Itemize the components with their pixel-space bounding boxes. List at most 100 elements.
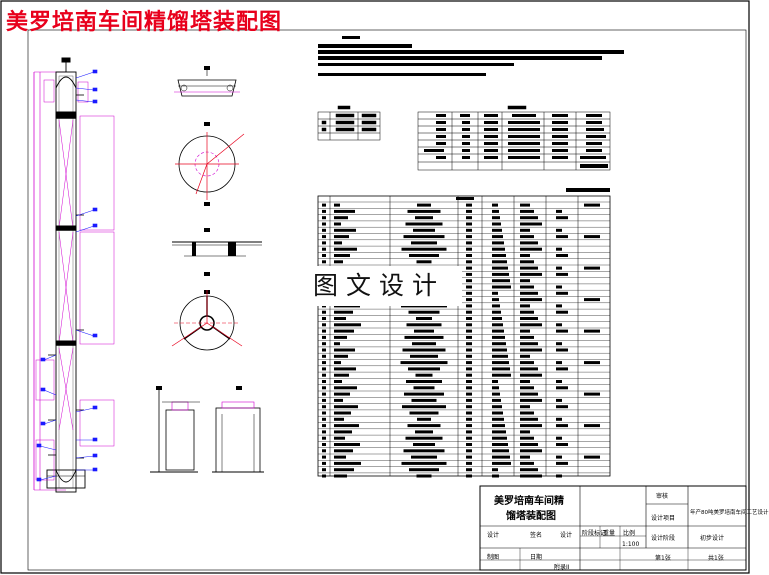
parts-list-cell (334, 254, 350, 257)
technical-requirements (318, 36, 624, 76)
parts-list-cell (322, 424, 326, 428)
parts-list-cell (322, 443, 326, 446)
parts-list-cell (334, 398, 343, 402)
parts-list-cell (556, 361, 562, 365)
leader-lines (36, 69, 98, 482)
parts-list-cell (520, 209, 534, 213)
parts-list-cell (492, 329, 504, 333)
tower-elevation (33, 57, 115, 493)
parts-list-cell (584, 298, 600, 302)
parts-list-cell (492, 254, 506, 257)
parts-list-cell (492, 474, 499, 478)
parts-list-cell (322, 354, 326, 358)
parts-list-cell (492, 436, 507, 440)
parts-list-cell (334, 405, 358, 409)
nozzle-table (317, 105, 381, 141)
parts-list-cell (414, 329, 434, 333)
parts-list-cell (334, 386, 357, 390)
parts-list-cell (410, 354, 438, 358)
parts-list-cell (334, 235, 349, 239)
parts-list-cell (322, 380, 326, 383)
parts-list-cell (334, 203, 340, 207)
parts-list-cell (556, 474, 562, 478)
parts-list-cell (556, 272, 568, 276)
parts-list-cell (466, 291, 472, 295)
parts-list-cell (492, 367, 510, 371)
title-block-date-label: 日期 (530, 554, 543, 561)
parts-list-cell (556, 367, 568, 371)
title-block-name-line1: 美罗培南车间精 (494, 496, 564, 507)
parts-list-cell (492, 392, 500, 396)
title-block-inst-label: 设计 (560, 532, 573, 539)
parts-list-cell (520, 291, 538, 295)
parts-list-cell (520, 392, 538, 396)
parts-list-cell (520, 386, 534, 390)
parts-list-cell (334, 361, 341, 365)
parts-list-cell (520, 228, 530, 232)
parts-list-cell (492, 216, 500, 220)
parts-list-cell (466, 310, 472, 314)
parts-list-cell (466, 241, 472, 245)
parts-list-cell (322, 411, 326, 415)
title-block-stage-label: 阶段标记 (582, 530, 607, 537)
parts-list-cell (466, 424, 472, 428)
title-block-ratio-label: 比例 (623, 530, 636, 537)
parts-list-cell (413, 228, 435, 232)
parts-list-cell (411, 455, 437, 459)
parts-list-cell (334, 222, 341, 226)
parts-list-cell (492, 260, 507, 264)
parts-list-cell (556, 247, 562, 251)
parts-list-cell (334, 241, 342, 245)
parts-list-cell (466, 430, 472, 434)
parts-list-cell (405, 436, 443, 440)
parts-list-cell (492, 348, 507, 352)
title-block-scale-value: 1:100 (622, 541, 640, 548)
parts-list-cell (556, 348, 568, 352)
parts-list-cell (322, 323, 326, 327)
parts-list-cell (322, 241, 326, 245)
parts-list-cell (334, 436, 345, 440)
parts-list-cell (466, 405, 472, 409)
parts-list-cell (466, 474, 472, 478)
parts-list-cell (322, 317, 326, 320)
parts-list-cell (322, 474, 326, 478)
title-block-design-project-value: 年产80吨美罗培南车间工艺设计 (690, 510, 769, 516)
parts-list-cell (466, 335, 472, 339)
parts-list-cell (401, 247, 447, 251)
title-block-design-stage-label: 设计阶段 (651, 535, 676, 542)
parts-list-cell (520, 348, 542, 352)
parts-list-cell (556, 228, 562, 232)
detail-view-6 (212, 386, 264, 473)
parts-list-cell (466, 203, 472, 207)
parts-list-cell (492, 449, 509, 453)
parts-list-cell (466, 436, 472, 440)
parts-list-cell (334, 380, 342, 383)
parts-list-cell (520, 254, 530, 257)
parts-list-cell (411, 398, 437, 402)
parts-list-cell (492, 279, 510, 283)
parts-list-cell (403, 235, 445, 239)
parts-list-cell (466, 373, 472, 377)
parts-list-cell (334, 474, 347, 478)
parts-list-cell (415, 430, 433, 434)
parts-list-cell (520, 361, 534, 365)
parts-list-cell (520, 461, 534, 465)
parts-list-cell (520, 354, 530, 358)
parts-list-cell (413, 386, 435, 390)
parts-list-cell (334, 317, 346, 320)
parts-list-cell (334, 354, 348, 358)
title-block-review-label: 审核 (656, 493, 669, 500)
parts-list-cell (407, 209, 441, 213)
parts-list-cell (466, 468, 472, 472)
detail-view-1 (174, 66, 240, 97)
parts-list-cell (520, 241, 538, 245)
parts-list-cell (412, 342, 436, 346)
parts-list-cell (584, 392, 600, 396)
parts-list-cell (492, 291, 498, 295)
parts-list-cell (520, 323, 542, 327)
parts-list-cell (556, 436, 562, 440)
parts-list-cell (556, 329, 568, 333)
parts-list-cell (556, 285, 562, 289)
title-block-frame (479, 485, 747, 571)
parts-list-cell (334, 310, 353, 314)
